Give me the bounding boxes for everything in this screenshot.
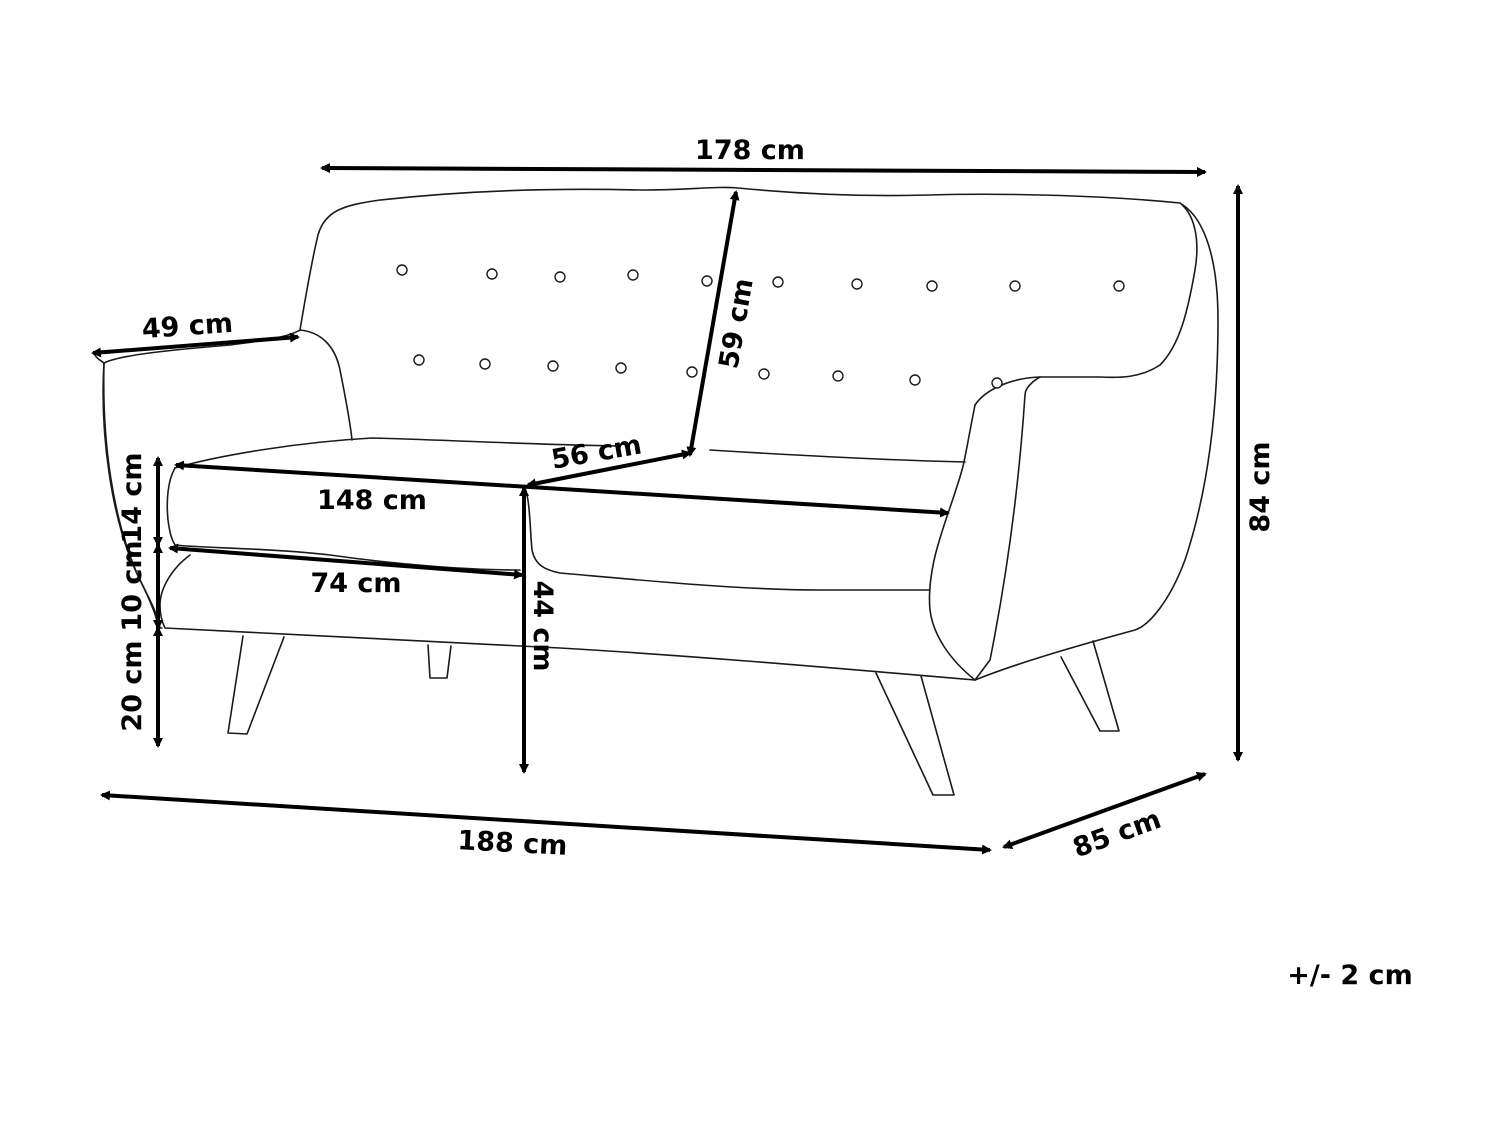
tuft-button — [547, 360, 559, 372]
tuft-button — [413, 354, 425, 366]
backrest-outline — [299, 186, 1198, 406]
label-total-height: 84 cm — [1245, 441, 1276, 532]
tuft-button — [486, 268, 498, 280]
label-seat-width: 148 cm — [317, 485, 427, 516]
arm-depth-line — [91, 332, 300, 358]
back-width-line — [320, 163, 1207, 177]
label-seat-depth: 56 cm — [549, 429, 644, 475]
total-depth-line — [1002, 772, 1207, 849]
right-arm-side — [974, 204, 1219, 681]
label-cushion-depth: 74 cm — [310, 568, 401, 599]
tuft-button — [627, 269, 639, 281]
tuft-button — [396, 264, 408, 276]
tuft-button — [554, 271, 566, 283]
tuft-button — [758, 368, 770, 380]
tuft-button — [851, 278, 863, 290]
sofa-drawing — [94, 186, 1219, 796]
total-width-line — [100, 790, 992, 855]
tuft-button — [686, 366, 698, 378]
tuft-button — [909, 374, 921, 386]
label-leg-height: 20 cm — [117, 640, 148, 731]
label-seat-height: 44 cm — [527, 580, 558, 671]
label-total-depth: 85 cm — [1069, 804, 1165, 864]
back-height-line — [686, 190, 740, 457]
front-right-leg — [875, 672, 955, 796]
dimension-lines — [91, 163, 1243, 855]
label-arm-depth: 49 cm — [141, 308, 234, 345]
tuft-button — [926, 280, 938, 292]
back-left-leg — [427, 644, 452, 679]
tuft-button — [832, 370, 844, 382]
tufting-buttons — [396, 264, 1125, 389]
tolerance-note: +/- 2 cm — [1287, 960, 1412, 991]
tuft-button — [1009, 280, 1021, 292]
label-base-height: 10 cm — [117, 540, 148, 631]
cushion-depth-line — [168, 543, 524, 580]
tuft-button — [701, 275, 713, 287]
right-arm-outline — [928, 376, 1041, 681]
seat-width-line — [174, 460, 950, 518]
label-back-width: 178 cm — [695, 135, 805, 166]
tuft-button — [1113, 280, 1125, 292]
dimension-labels: 178 cm 59 cm 49 cm 56 cm 148 cm 74 cm 14… — [117, 135, 1413, 991]
tuft-button — [991, 377, 1003, 389]
label-total-width: 188 cm — [457, 825, 568, 862]
front-left-leg — [227, 635, 285, 735]
tuft-button — [615, 362, 627, 374]
tuft-button — [772, 276, 784, 288]
label-cushion-height: 14 cm — [117, 452, 148, 543]
tuft-button — [479, 358, 491, 370]
back-right-leg — [1060, 640, 1120, 732]
